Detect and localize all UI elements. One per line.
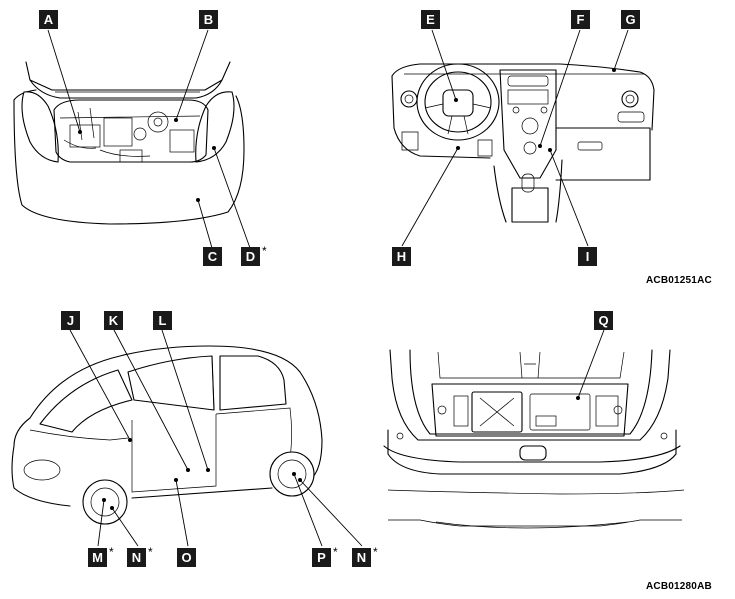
asterisk-m: * bbox=[109, 545, 114, 559]
callout-m: M bbox=[88, 548, 107, 567]
asterisk-p: * bbox=[333, 545, 338, 559]
asterisk-n-front: * bbox=[148, 545, 153, 559]
callout-p: P bbox=[312, 548, 331, 567]
asterisk-d: * bbox=[262, 244, 267, 258]
callout-h: H bbox=[392, 247, 411, 266]
asterisk-n-rear: * bbox=[373, 545, 378, 559]
callout-b: B bbox=[199, 10, 218, 29]
figure-code-2: ACB01280AB bbox=[646, 581, 712, 592]
callout-j: J bbox=[61, 311, 80, 330]
callout-o: O bbox=[177, 548, 196, 567]
car-side-drawing bbox=[11, 329, 363, 547]
callout-l: L bbox=[153, 311, 172, 330]
callout-i: I bbox=[578, 247, 597, 266]
callout-k: K bbox=[104, 311, 123, 330]
callout-e: E bbox=[421, 10, 440, 29]
callout-a: A bbox=[39, 10, 58, 29]
rear-cargo-drawing bbox=[383, 329, 685, 529]
figure-code-1: ACB01251AC bbox=[646, 275, 712, 286]
engine-bay-drawing bbox=[13, 29, 251, 249]
callout-n-front: N bbox=[127, 548, 146, 567]
callout-g: G bbox=[621, 10, 640, 29]
callout-n-rear: N bbox=[352, 548, 371, 567]
callout-f: F bbox=[571, 10, 590, 29]
callout-q: Q bbox=[594, 311, 613, 330]
callout-d: D bbox=[241, 247, 260, 266]
dashboard-drawing bbox=[391, 29, 655, 247]
callout-c: C bbox=[203, 247, 222, 266]
